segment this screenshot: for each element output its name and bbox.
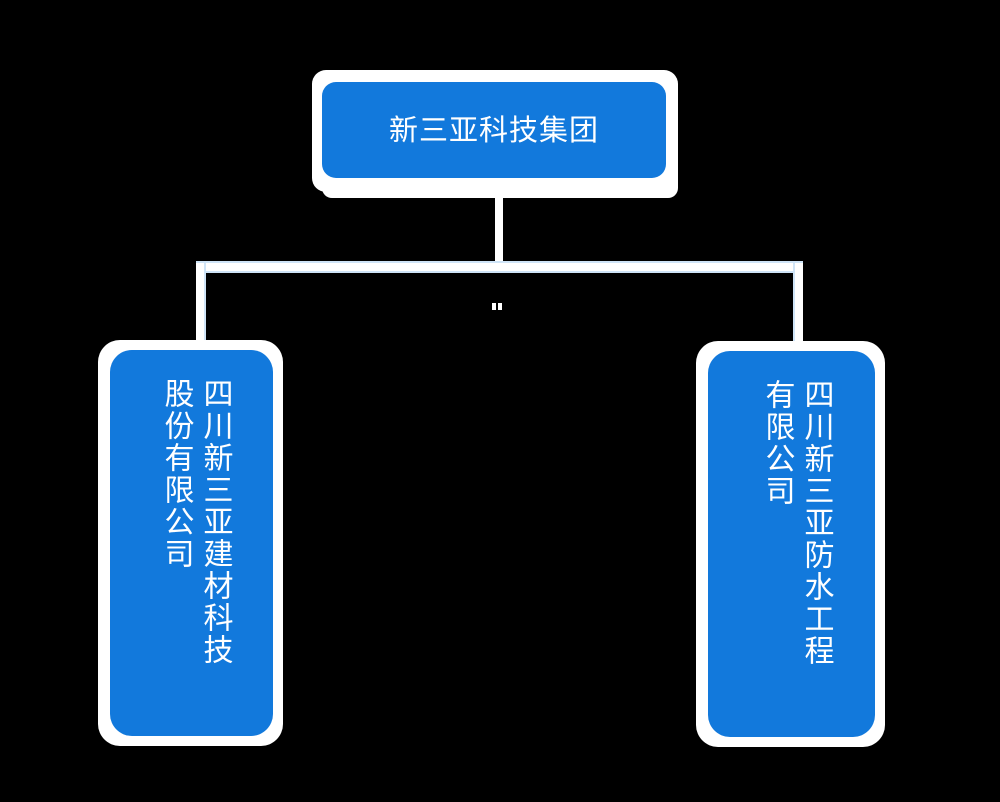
connector-root-stub: [495, 178, 503, 268]
org-node-root[interactable]: 新三亚科技集团: [322, 82, 666, 178]
connector-drop-left: [196, 263, 204, 355]
connector-bus-edge-top: [196, 261, 803, 263]
connector-drop-right-edge: [793, 263, 795, 355]
connector-horizontal-bus: [196, 263, 803, 271]
center-artifact-marker: [492, 303, 502, 310]
org-node-root-label: 新三亚科技集团: [388, 112, 599, 147]
org-node-child-left-label: 四川新三亚建材科技 股份有限公司: [158, 378, 233, 666]
org-node-child-right-label: 四川新三亚防水工程 有限公司: [759, 379, 834, 667]
connector-bus-edge-bottom: [196, 271, 803, 273]
org-node-child-right[interactable]: 四川新三亚防水工程 有限公司: [708, 351, 875, 737]
connector-drop-left-edge: [204, 263, 206, 355]
connector-drop-right: [795, 263, 803, 355]
org-node-child-left[interactable]: 四川新三亚建材科技 股份有限公司: [110, 350, 273, 736]
